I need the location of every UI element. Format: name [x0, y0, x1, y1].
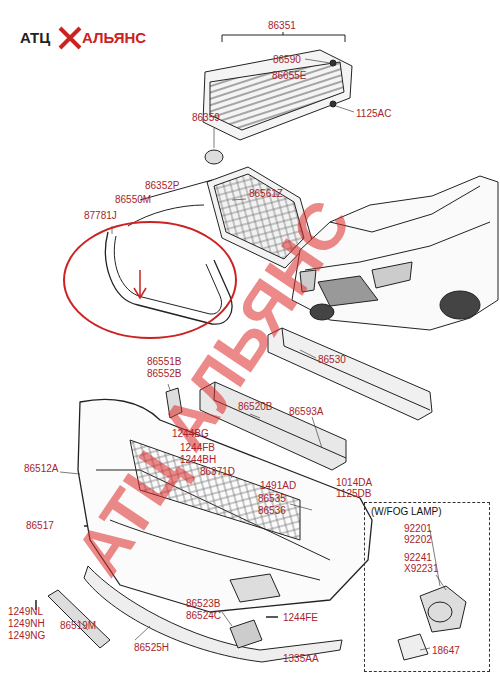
- watermark: АТЦ: [20, 29, 50, 46]
- callout-number: 1244BH: [180, 454, 216, 465]
- callout-number: 1249NG: [8, 630, 45, 641]
- callout-number: 1335AA: [283, 653, 319, 664]
- callout-number: 86525H: [134, 642, 169, 653]
- callout-number: 86536: [258, 505, 286, 516]
- callout-number: 86655E: [272, 70, 306, 81]
- callout-number: 86520B: [238, 401, 272, 412]
- callout-number: 86561Z: [249, 188, 283, 199]
- callout-number: 1244FE: [283, 612, 318, 623]
- callout-number: 86359: [192, 112, 220, 123]
- callout-number: 87781J: [84, 210, 117, 221]
- callout-number: 86535: [258, 493, 286, 504]
- callout-number: 86590: [273, 54, 301, 65]
- callout-number: 1491AD: [260, 480, 296, 491]
- callout-number: 86551B: [147, 356, 181, 367]
- callout-number: 1014DA: [336, 477, 372, 488]
- callout-number: 86371D: [200, 466, 235, 477]
- callout-number: 1249NL: [8, 606, 43, 617]
- callout-number: 1249NH: [8, 618, 45, 629]
- callout-number: 1244FB: [180, 442, 215, 453]
- callout-number: 18647: [432, 645, 460, 656]
- callout-number: 86523B: [186, 598, 220, 609]
- watermark: АЛЬЯНС: [82, 29, 146, 46]
- callout-number: 86352P: [145, 180, 179, 191]
- callout-number: 86519M: [60, 620, 96, 631]
- callout-number: 92241: [404, 552, 432, 563]
- callout-number: 92201: [404, 523, 432, 534]
- callout-number: 86512A: [24, 463, 58, 474]
- callout-number: 86552B: [147, 368, 181, 379]
- callout-number: 86351: [268, 20, 296, 31]
- callout-number: 92202: [404, 534, 432, 545]
- callout-number: 86517: [26, 520, 54, 531]
- callout-number: X92231: [404, 563, 438, 574]
- callout-number: 86593A: [289, 406, 323, 417]
- callout-number: 86524C: [186, 610, 221, 621]
- option-note: (W/FOG LAMP): [365, 503, 489, 521]
- callout-number: 86550M: [115, 194, 151, 205]
- callout-number: 1244BG: [172, 428, 209, 439]
- callout-number: 86530: [318, 354, 346, 365]
- callout-number: 1125AC: [356, 108, 391, 119]
- callout-number: 1125DB: [336, 488, 371, 499]
